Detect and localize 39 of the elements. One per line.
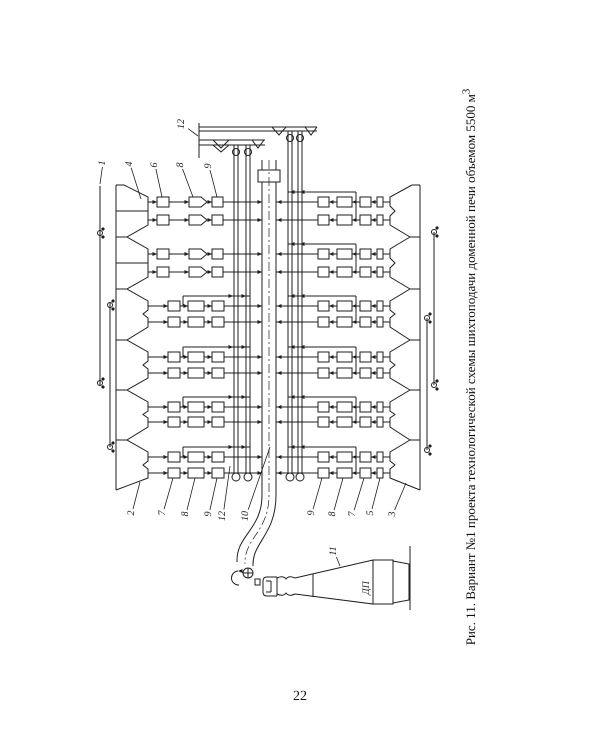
leader-line: [394, 482, 406, 510]
leader-line: [186, 478, 196, 510]
leader-line: [182, 168, 194, 198]
leader-line: [248, 446, 270, 510]
callout-number: 8: [176, 162, 186, 168]
callout-number: 10: [241, 511, 251, 521]
callout-number: 4: [125, 162, 135, 166]
callout-number: 1: [98, 160, 108, 166]
callout-number: 9: [204, 512, 214, 516]
furnace-label: ДП: [362, 581, 372, 595]
blast-furnace: [262, 559, 410, 607]
callout-number: 7: [158, 510, 168, 516]
leader-line: [188, 128, 198, 136]
callout-number: 3: [388, 512, 398, 516]
callout-number: 12: [177, 119, 187, 129]
leader-line: [312, 478, 322, 510]
callout-number: 8: [328, 512, 338, 516]
callout-number: 9: [307, 510, 317, 516]
leader-line: [132, 482, 140, 510]
leader-line: [210, 170, 218, 198]
page-number: 22: [293, 690, 307, 704]
callout-number: 9: [204, 164, 214, 168]
callout-number: 12: [218, 511, 228, 521]
callout-number: 7: [348, 512, 358, 516]
callout-number: 6: [150, 162, 160, 168]
leader-line: [210, 478, 218, 510]
callout-number: 8: [181, 512, 191, 516]
leader-line: [372, 478, 380, 510]
leader-line: [334, 478, 344, 510]
leader-line: [130, 168, 142, 200]
leader-line: [156, 168, 162, 198]
leader-line: [224, 466, 230, 510]
callout-number: 5: [366, 510, 376, 516]
leader-line: [336, 556, 340, 566]
callout-number: 2: [127, 510, 137, 516]
leader-line: [164, 478, 174, 510]
callout-number: 11: [329, 546, 339, 556]
leader-line: [354, 478, 364, 510]
leader-line: [100, 166, 103, 184]
